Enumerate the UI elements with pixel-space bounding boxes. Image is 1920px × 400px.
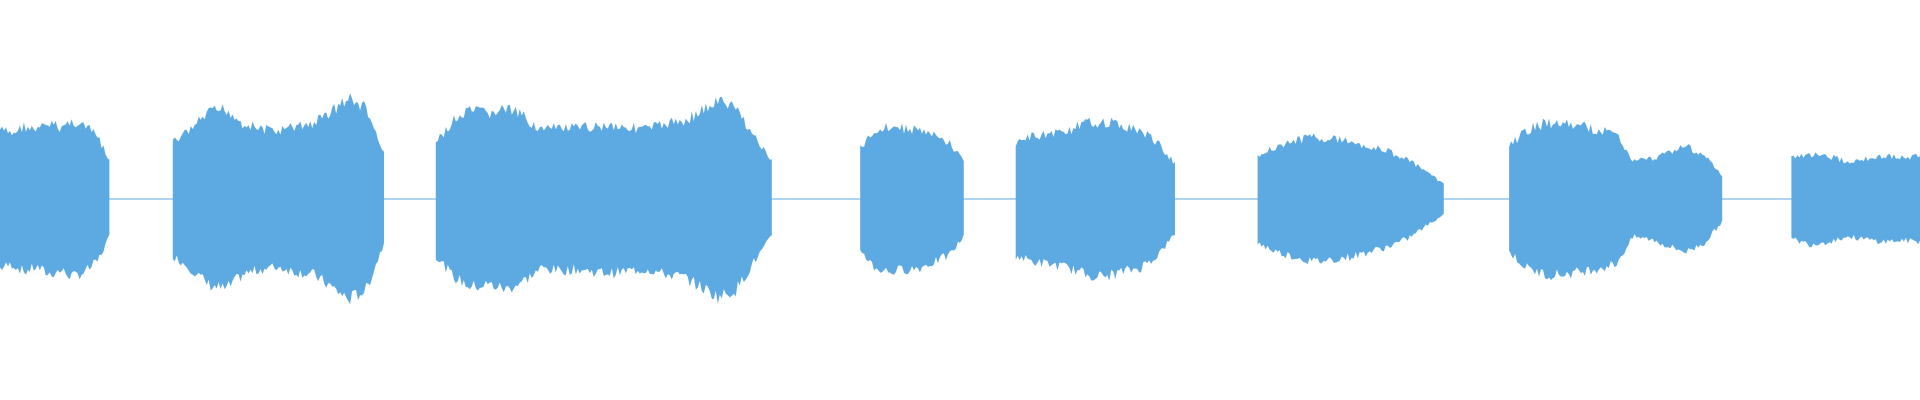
waveform-segments	[0, 93, 1920, 305]
waveform-segment-4	[860, 122, 964, 275]
waveform-segment-8	[1791, 152, 1920, 248]
waveform-segment-5	[1015, 117, 1175, 281]
waveform-segment-3	[435, 96, 772, 304]
waveform-segment-2	[172, 93, 384, 305]
waveform-segment-7	[1509, 118, 1723, 281]
waveform-segment-6	[1257, 133, 1444, 265]
waveform-segment-1	[0, 119, 110, 280]
